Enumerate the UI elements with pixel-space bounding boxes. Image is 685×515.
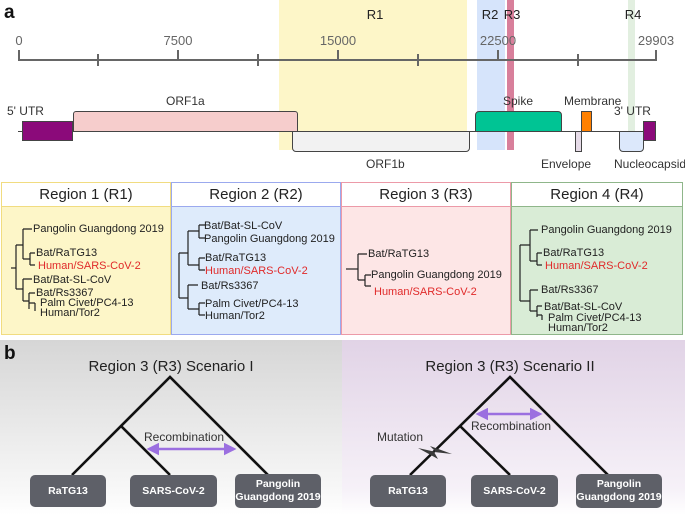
leaf-highlight: Human/SARS-CoV-2 [205, 265, 308, 277]
label-orf1b: ORF1b [366, 157, 405, 171]
scenario-2-recombination-label: Recombination [471, 419, 552, 433]
tree-title-r1: Region 1 (R1) [2, 183, 170, 207]
region-label-r1: R1 [366, 7, 384, 22]
gene-orf1b [292, 131, 470, 152]
scenario-2-tree-outer [409, 375, 609, 476]
scenario-1-title: Region 3 (R3) Scenario I [88, 358, 254, 375]
scenario-2-mutation-label: Mutation [377, 430, 424, 444]
leaf: Human/Tor2 [548, 322, 608, 334]
leaf-highlight: Human/SARS-CoV-2 [38, 260, 141, 272]
leaf: Bat/Bat-SL-CoV [544, 301, 623, 313]
genome-axis [18, 50, 657, 66]
region-label-r4: R4 [624, 7, 642, 22]
gene-membrane [581, 111, 592, 132]
leaf: Bat/Bat-SL-CoV [33, 274, 112, 286]
axis-tick-29903: 29903 [637, 33, 675, 48]
gene-nucleocapsid [619, 131, 644, 152]
tree-box-r3: Region 3 (R3) Bat/RaTG13 Pangolin Guangd… [341, 182, 511, 335]
label-nucleocapsid: Nucleocapsid [614, 157, 685, 171]
leaf: Palm Civet/PC4-13 [40, 297, 134, 309]
panel-a-letter: a [4, 2, 15, 23]
tree-box-r2: Region 2 (R2) Bat/Bat-SL-CoV Pangolin Gu… [171, 182, 341, 335]
tree-branches-r3 [346, 253, 371, 287]
tree-branches-r4 [519, 229, 543, 320]
label-orf1a: ORF1a [166, 94, 205, 108]
node-sarscov2-s1: SARS-CoV-2 [130, 475, 217, 507]
scenario-2-title: Region 3 (R3) Scenario II [425, 358, 595, 375]
leaf: Bat/RaTG13 [36, 247, 98, 259]
leaf: Pangolin Guangdong 2019 [204, 233, 335, 245]
leaf: Bat/RaTG13 [543, 247, 605, 259]
axis-tick-15000: 15000 [319, 33, 357, 48]
region-label-r3: R3 [503, 7, 521, 22]
leaf-highlight: Human/SARS-CoV-2 [374, 286, 477, 298]
panel-b-letter: b [4, 343, 16, 364]
gene-orf1a [73, 111, 298, 132]
axis-tick-7500: 7500 [163, 33, 193, 48]
leaf: Bat/Rs3367 [36, 287, 94, 299]
tree-box-r4: Region 4 (R4) Pangolin Guangdong 2019 Ba… [511, 182, 683, 335]
mutation-bolt-icon [418, 446, 452, 459]
scenario-2-tree-inner [459, 425, 511, 476]
leaf: Bat/RaTG13 [205, 252, 267, 264]
scenario-1-tree-outer [71, 375, 269, 476]
tree-branches-r2 [178, 224, 205, 316]
leaf: Pangolin Guangdong 2019 [33, 223, 164, 235]
label-spike: Spike [503, 94, 534, 108]
node-sarscov2-s2: SARS-CoV-2 [471, 475, 558, 507]
label-5utr: 5' UTR [7, 104, 44, 118]
leaf: Pangolin Guangdong 2019 [371, 269, 502, 281]
node-ratg13-s1: RaTG13 [30, 475, 106, 507]
node-ratg13-s2: RaTG13 [370, 475, 446, 507]
tree-title-r4: Region 4 (R4) [512, 183, 682, 207]
scenario-1-recombination-label: Recombination [144, 430, 225, 444]
label-3utr: 3' UTR [614, 104, 651, 118]
node-pangolin-s2: Pangolin Guangdong 2019 [576, 474, 662, 508]
region-band-r3 [507, 0, 514, 150]
region-band-r4 [628, 0, 635, 150]
tree-title-r2: Region 2 (R2) [172, 183, 340, 207]
gene-5utr [22, 121, 73, 141]
node-pangolin-s1: Pangolin Guangdong 2019 [235, 474, 321, 508]
scenario-trees [71, 375, 609, 476]
leaf-highlight: Human/SARS-CoV-2 [545, 260, 648, 272]
tree-branches-r1 [11, 228, 36, 311]
leaf: Bat/Rs3367 [541, 284, 599, 296]
leaf: Bat/Rs3367 [201, 280, 259, 292]
region-band-r1 [279, 0, 467, 150]
gene-spike [475, 111, 562, 132]
leaf: Pangolin Guangdong 2019 [541, 224, 672, 236]
leaf: Bat/RaTG13 [368, 248, 430, 260]
gene-envelope [575, 131, 582, 152]
tree-title-r3: Region 3 (R3) [342, 183, 510, 207]
label-membrane: Membrane [564, 94, 622, 108]
axis-tick-22500: 22500 [479, 33, 517, 48]
leaf: Human/Tor2 [205, 310, 265, 322]
label-envelope: Envelope [541, 157, 592, 171]
leaf: Palm Civet/PC4-13 [205, 298, 299, 310]
scenario-1-tree-inner [120, 425, 171, 476]
tree-box-r1: Region 1 (R1) Pangolin Guangdong 2019 Ba… [1, 182, 171, 335]
leaf: Palm Civet/PC4-13 [548, 312, 642, 324]
region-label-r2: R2 [481, 7, 499, 22]
leaf: Human/Tor2 [40, 307, 100, 319]
gene-3utr [643, 121, 656, 141]
axis-tick-0: 0 [15, 33, 23, 48]
leaf: Bat/Bat-SL-CoV [204, 220, 283, 232]
